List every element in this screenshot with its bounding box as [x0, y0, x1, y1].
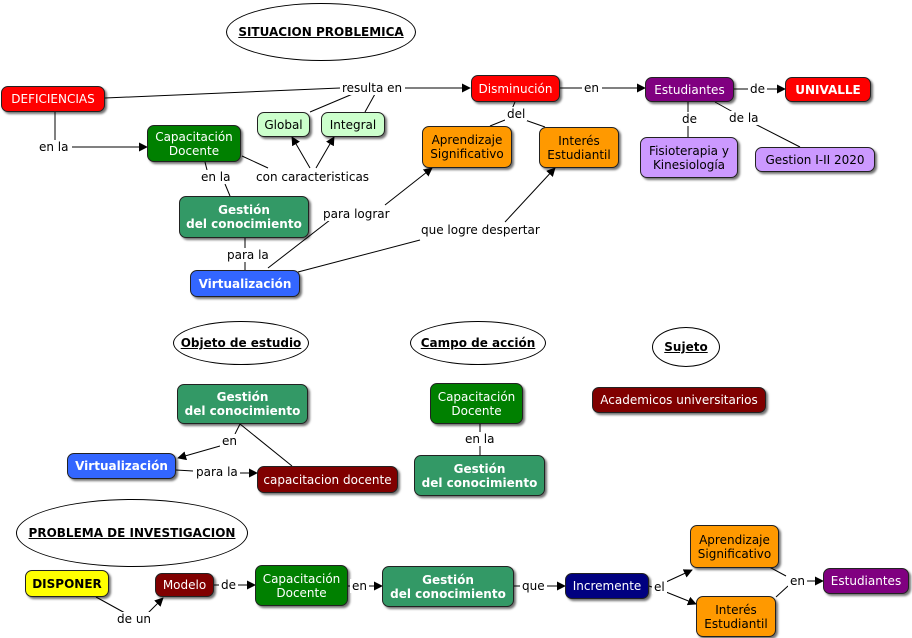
link-label-en: en — [350, 579, 369, 593]
link-label-de-un: de un — [115, 612, 154, 626]
link-label-en: en — [220, 434, 239, 448]
node-disminucion[interactable]: Disminución — [471, 75, 560, 102]
node-integral[interactable]: Integral — [321, 112, 385, 137]
link-label-resulta-en: resulta en — [340, 81, 405, 95]
link-label-del: del — [505, 107, 528, 121]
node-interes-estudiantil-bottom[interactable]: Interés Estudiantil — [696, 596, 776, 637]
node-incremente[interactable]: Incremente — [565, 573, 649, 599]
oval-label: PROBLEMA DE INVESTIGACION — [28, 526, 236, 540]
oval-label: Sujeto — [664, 340, 708, 354]
node-gestion-conocimiento-top[interactable]: Gestión del conocimiento — [179, 196, 309, 238]
node-gestion-periodo[interactable]: Gestion I-II 2020 — [755, 147, 875, 172]
link-label-para-la: para la — [225, 248, 271, 262]
node-virtualizacion-objeto[interactable]: Virtualización — [67, 453, 176, 479]
node-fisioterapia-kinesiologia[interactable]: Fisioterapia y Kinesiología — [640, 137, 738, 178]
node-global[interactable]: Global — [257, 112, 310, 137]
link-label-de: de — [680, 112, 699, 126]
node-estudiantes-top[interactable]: Estudiantes — [645, 77, 734, 102]
node-aprendizaje-significativo-bottom[interactable]: Aprendizaje Significativo — [690, 525, 779, 568]
node-capacitacion-docente-top[interactable]: Capacitación Docente — [147, 125, 241, 162]
oval-situacion-problemica: SITUACION PROBLEMICA — [226, 3, 416, 61]
node-interes-estudiantil-top[interactable]: Interés Estudiantil — [539, 127, 619, 168]
link-label-con-caracteristicas: con caracteristicas — [254, 170, 372, 184]
oval-objeto-de-estudio: Objeto de estudio — [173, 321, 309, 365]
node-aprendizaje-significativo-top[interactable]: Aprendizaje Significativo — [422, 126, 512, 168]
link-label-que-logre-despertar: que logre despertar — [419, 223, 542, 237]
link-label-para-lograr: para lograr — [321, 207, 392, 221]
oval-label: SITUACION PROBLEMICA — [238, 25, 404, 39]
oval-problema-de-investigacion: PROBLEMA DE INVESTIGACION — [16, 499, 248, 567]
node-capacitacion-docente-objeto[interactable]: capacitacion docente — [257, 466, 398, 493]
oval-label: Campo de acción — [420, 336, 536, 350]
link-label-para-la: para la — [194, 465, 240, 479]
link-label-en: en — [788, 574, 807, 588]
link-label-de: de — [748, 82, 767, 96]
node-estudiantes-bottom[interactable]: Estudiantes — [823, 568, 909, 594]
node-capacitacion-docente-campo[interactable]: Capacitación Docente — [430, 383, 523, 424]
node-gestion-conocimiento-objeto[interactable]: Gestión del conocimiento — [177, 384, 308, 424]
oval-campo-de-accion: Campo de acción — [410, 321, 546, 365]
link-label-que: que — [520, 579, 547, 593]
link-label-de: de — [219, 578, 238, 592]
link-label-en-la: en la — [37, 140, 71, 154]
link-label-de-la: de la — [727, 111, 761, 125]
link-label-en: en — [582, 81, 601, 95]
link-label-en-la: en la — [199, 170, 233, 184]
node-modelo[interactable]: Modelo — [155, 573, 214, 597]
oval-sujeto: Sujeto — [652, 327, 720, 367]
link-label-en-la: en la — [463, 432, 497, 446]
oval-label: Objeto de estudio — [180, 336, 302, 350]
node-univalle[interactable]: UNIVALLE — [785, 77, 871, 102]
node-academicos-universitarios[interactable]: Academicos universitarios — [592, 387, 766, 413]
node-disponer[interactable]: DISPONER — [25, 570, 109, 597]
node-deficiencias[interactable]: DEFICIENCIAS — [1, 86, 105, 112]
node-capacitacion-docente-bottom[interactable]: Capacitación Docente — [255, 565, 348, 606]
node-gestion-conocimiento-campo[interactable]: Gestión del conocimiento — [414, 455, 545, 496]
node-gestion-conocimiento-bottom[interactable]: Gestión del conocimiento — [382, 566, 514, 607]
link-label-el: el — [652, 580, 667, 594]
node-virtualizacion-top[interactable]: Virtualización — [190, 270, 300, 297]
